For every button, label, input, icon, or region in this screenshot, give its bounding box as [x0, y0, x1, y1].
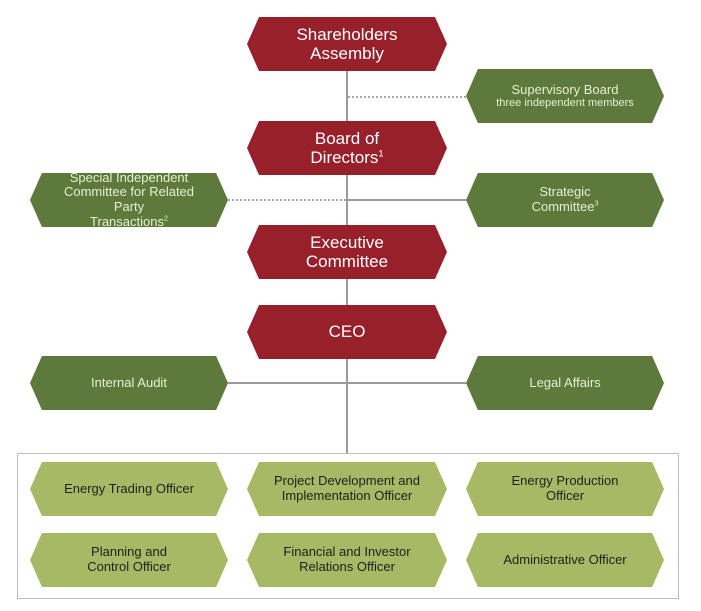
- administrative-officer-box: Administrative Officer: [466, 533, 664, 587]
- executive-committee-box: Executive Committee: [247, 225, 447, 279]
- energy-trading-label: Energy Trading Officer: [64, 480, 194, 496]
- audit-legal-connector: [228, 382, 466, 384]
- project-development-line1: Project Development and: [274, 473, 420, 489]
- special-independent-committee-box: Special Independent Committee for Relate…: [30, 173, 228, 227]
- executive-line2: Committee: [305, 252, 389, 271]
- project-development-officer-box: Project Development and Implementation O…: [247, 462, 447, 516]
- strategic-connector: [348, 199, 466, 201]
- special-footnote: 2: [163, 214, 168, 223]
- board-line1: Board of: [314, 128, 380, 148]
- ceo-box: CEO: [247, 305, 447, 359]
- planning-control-officer-box: Planning and Control Officer: [30, 533, 228, 587]
- internal-audit-box: Internal Audit: [30, 356, 228, 410]
- supervisory-title: Supervisory Board: [511, 81, 619, 97]
- supervisory-subtitle: three independent members: [496, 97, 634, 110]
- energy-production-line1: Energy Production: [511, 473, 619, 489]
- legal-affairs-label: Legal Affairs: [529, 374, 601, 390]
- financial-investor-officer-box: Financial and Investor Relations Officer: [247, 533, 447, 587]
- energy-trading-officer-box: Energy Trading Officer: [30, 462, 228, 516]
- project-development-line2: Implementation Officer: [281, 488, 413, 503]
- administrative-label: Administrative Officer: [503, 551, 627, 567]
- planning-control-line2: Control Officer: [87, 559, 171, 574]
- special-line2: Committee for Related Party: [63, 184, 195, 214]
- officers-frame: [17, 453, 679, 599]
- energy-production-officer-box: Energy Production Officer: [466, 462, 664, 516]
- internal-audit-label: Internal Audit: [91, 374, 167, 390]
- supervisory-board-box: Supervisory Board three independent memb…: [466, 69, 664, 123]
- special-committee-dotted-connector: [228, 199, 346, 201]
- board-line2: Directors: [310, 148, 379, 167]
- board-footnote: 1: [378, 148, 384, 159]
- strategic-committee-box: Strategic Committee3: [466, 173, 664, 227]
- planning-control-line1: Planning and: [91, 544, 167, 560]
- financial-investor-line1: Financial and Investor: [283, 544, 411, 560]
- special-line3-wrap: Transactions2: [90, 213, 168, 229]
- strategic-line2: Committee: [531, 199, 595, 214]
- special-line3: Transactions: [90, 213, 164, 229]
- board-of-directors-box: Board of Directors1: [247, 121, 447, 175]
- board-line2-wrap: Directors1: [310, 148, 383, 167]
- supervisory-dotted-connector: [348, 96, 466, 98]
- strategic-line2-wrap: Committee3: [531, 199, 599, 215]
- shareholders-line2: Assembly: [310, 44, 384, 63]
- special-line1: Special Independent: [69, 169, 189, 185]
- ceo-label: CEO: [328, 322, 366, 342]
- strategic-footnote: 3: [594, 199, 599, 208]
- strategic-line1: Strategic: [539, 184, 591, 200]
- financial-investor-line2: Relations Officer: [299, 559, 395, 574]
- legal-affairs-box: Legal Affairs: [466, 356, 664, 410]
- shareholders-line1: Shareholders: [296, 24, 398, 44]
- executive-line1: Executive: [310, 232, 384, 252]
- shareholders-assembly-box: Shareholders Assembly: [247, 17, 447, 71]
- energy-production-line2: Officer: [545, 488, 585, 503]
